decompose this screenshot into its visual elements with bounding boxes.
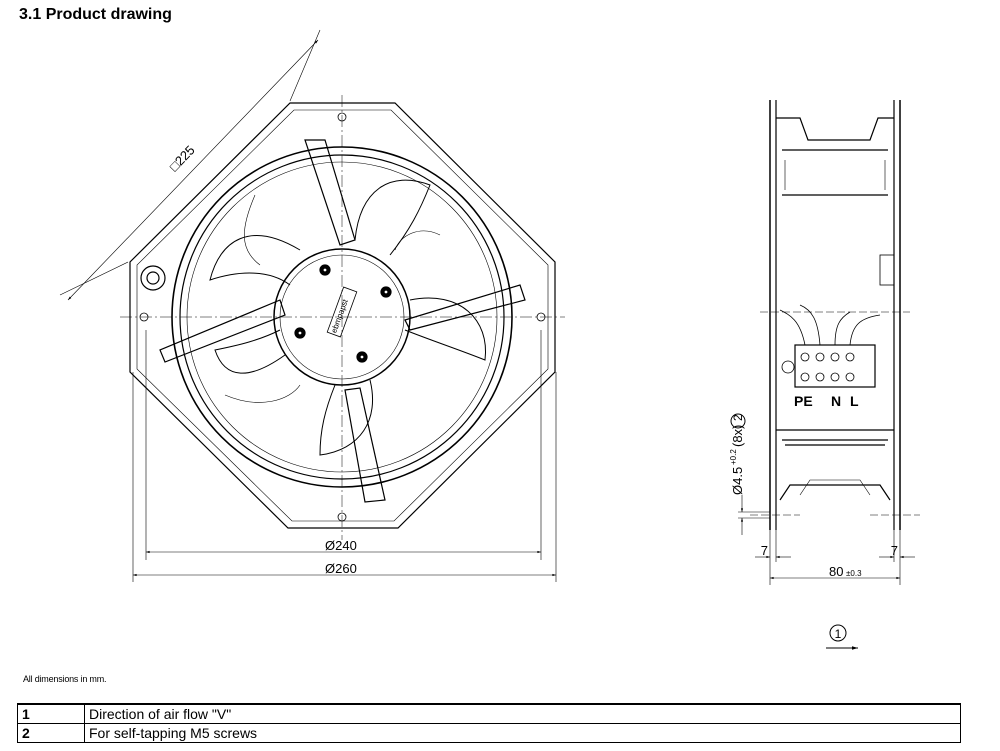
table-row: 2 For self-tapping M5 screws [17,723,961,743]
table-row: 1 Direction of air flow "V" [17,703,961,724]
terminal-pe: PE [794,393,813,409]
dim-hole: Ø4.5 [730,467,745,495]
hole-marker: 2 [731,414,745,421]
hub-logo: ebmpapst [329,297,350,334]
dim-depth-tol: ±0.3 [846,569,862,578]
dim-hole-count: (8x) [730,425,745,447]
dim-d240: Ø240 [325,538,357,553]
dim-depth: 80 [829,564,843,579]
section-title: 3.1 Product drawing [19,6,172,23]
side-view [730,100,920,650]
dim-left: 7 [761,543,768,558]
legend-num: 1 [17,703,85,724]
dim-hole-tol: +0.2 [729,449,738,465]
legend-num: 2 [17,723,85,743]
product-drawing: Ø240 Ø260 □225 ebmpapst [59,29,920,650]
dimensions-note: All dimensions in mm. [23,674,107,684]
front-view [59,29,565,582]
terminal-n: N [831,393,841,409]
airflow-marker: 1 [835,627,842,641]
hole-marker-circle [730,413,746,429]
legend-text: For self-tapping M5 screws [84,723,961,743]
legend-table: 1 Direction of air flow "V" 2 For self-t… [17,703,961,743]
airflow-marker-circle [829,624,847,642]
dim-right: 7 [891,543,898,558]
terminal-l: L [850,393,859,409]
legend-text: Direction of air flow "V" [84,703,961,724]
dim-d260: Ø260 [325,561,357,576]
dim-square: □225 [166,142,197,174]
